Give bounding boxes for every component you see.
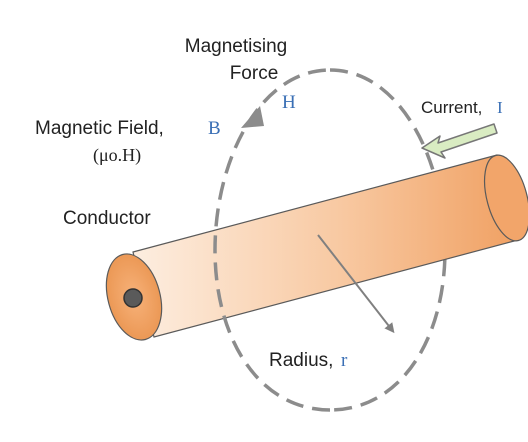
current-symbol-i: I: [497, 98, 503, 117]
magnetising-force-loop-front: [213, 68, 331, 412]
conductor: [105, 154, 528, 341]
radius-arrow: [317, 234, 395, 334]
magnetic-field-label: Magnetic Field,: [35, 118, 164, 139]
conductor-core: [123, 288, 143, 308]
radius-symbol-r: r: [341, 350, 348, 371]
magnetising-label-line2: Force: [230, 63, 279, 84]
magnetising-label-line1: Magnetising: [185, 36, 287, 57]
conductor-body: [132, 154, 528, 338]
radius-label: Radius,: [269, 350, 333, 371]
field-symbol-b: B: [208, 118, 221, 139]
current-arrow: [421, 123, 498, 159]
field-formula: (μo.H): [93, 145, 141, 166]
magnetising-force-loop-back: [329, 68, 447, 412]
conductor-label: Conductor: [63, 208, 151, 229]
field-direction-arrow: [241, 106, 264, 128]
force-symbol-h: H: [282, 92, 296, 113]
conductor-far-end: [483, 154, 528, 242]
current-label: Current,: [421, 98, 482, 117]
